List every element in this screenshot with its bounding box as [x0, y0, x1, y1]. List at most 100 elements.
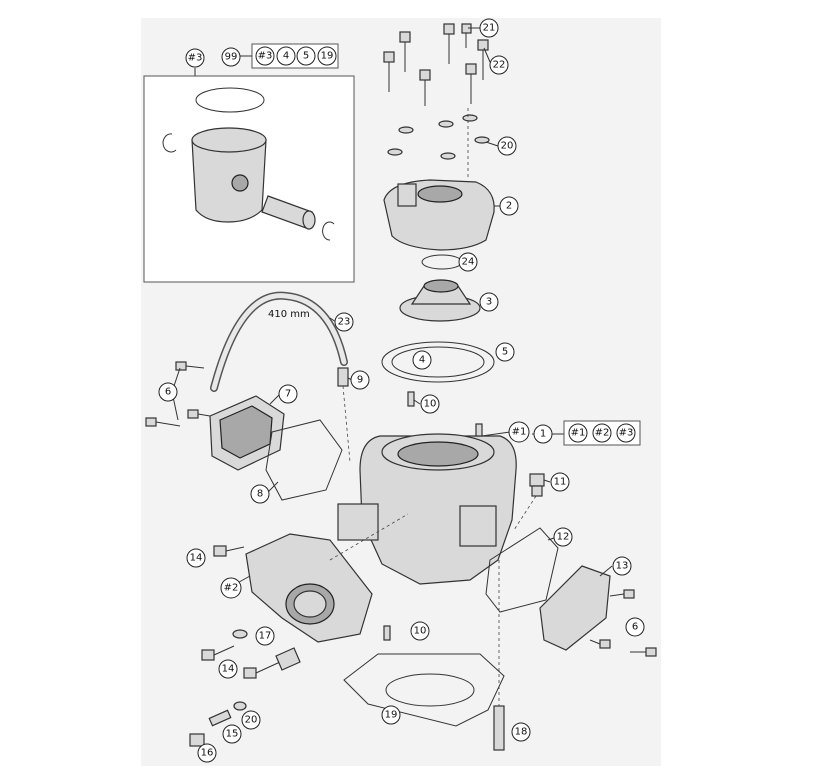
head-bolts — [383, 23, 489, 106]
callout-circle — [218, 659, 238, 679]
callout-circle — [497, 136, 517, 156]
callout-circle — [625, 617, 645, 637]
callout-circle — [255, 626, 275, 646]
callout-label: 7 — [285, 389, 291, 400]
callout-circle — [381, 705, 401, 725]
head-washers — [387, 114, 490, 160]
callout-part-14-top: 14 — [186, 548, 206, 568]
callout-cylinder-kit-title: #1 — [508, 421, 530, 443]
dowel-pin-bottom — [383, 625, 391, 641]
callout-circle — [220, 577, 242, 599]
callout-part-6-left: 6 — [158, 382, 178, 402]
callout-part-19: 19 — [381, 705, 401, 725]
callout-circle — [241, 710, 261, 730]
callout-label: 4 — [283, 51, 289, 62]
callout-kit-99: 99 — [221, 47, 241, 67]
callout-label: 24 — [462, 257, 475, 268]
callout-circle — [410, 621, 430, 641]
callout-circle — [186, 548, 206, 568]
callout-circle — [550, 472, 570, 492]
callout-label: #1 — [512, 427, 527, 438]
combustion-chamber-insert — [399, 279, 481, 322]
callout-label: 2 — [506, 201, 512, 212]
callout-group: #3 99 #3 4 5 19 21 22 20 2 24 3 23 4 5 9 7 6 10 #1 1 #1 #2 #3 11… — [158, 18, 645, 763]
piston — [191, 127, 267, 223]
callout-label: 23 — [338, 317, 351, 328]
cylinder-head — [383, 179, 495, 251]
callout-kit-item-1: #1 — [568, 423, 588, 443]
callout-circle — [317, 46, 337, 66]
callout-circle — [568, 423, 588, 443]
callout-part-2: 2 — [499, 196, 519, 216]
callout-label: 21 — [483, 23, 496, 34]
callout-label: #2 — [224, 583, 239, 594]
breather-hose-inner — [211, 293, 347, 391]
callout-kit-item-2: #2 — [592, 423, 612, 443]
nipple-axis — [342, 385, 351, 463]
callout-label: 5 — [303, 51, 309, 62]
callout-part-6-right: 6 — [625, 617, 645, 637]
intake-washer — [232, 629, 248, 639]
callout-label: 15 — [226, 729, 239, 740]
callout-label: 10 — [424, 399, 437, 410]
callout-part-3: 3 — [479, 292, 499, 312]
callout-label: 19 — [385, 710, 398, 721]
callout-label: 20 — [501, 141, 514, 152]
callout-part-5: 5 — [495, 342, 515, 362]
cylinder-o-ring-outer — [381, 341, 495, 383]
callout-part-18: 18 — [511, 722, 531, 742]
callout-circle — [250, 484, 270, 504]
callout-kit-item-3b: #3 — [616, 423, 636, 443]
callout-label: 20 — [245, 715, 258, 726]
callout-circle — [533, 424, 553, 444]
nut — [189, 733, 205, 747]
intake-bracket — [275, 647, 301, 671]
callout-circle — [458, 252, 478, 272]
callout-circle — [222, 724, 242, 744]
callout-circle — [511, 722, 531, 742]
cylinder-o-ring-inner — [391, 346, 485, 378]
callout-label: 5 — [502, 347, 508, 358]
callout-label: 1 — [540, 429, 546, 440]
dowel-pin-top — [407, 391, 415, 407]
callout-label: #2 — [595, 428, 610, 439]
callout-circle — [350, 370, 370, 390]
callout-circle — [197, 743, 217, 763]
callout-label: 9 — [357, 375, 363, 386]
callout-part-9: 9 — [350, 370, 370, 390]
callout-part-11: 11 — [550, 472, 570, 492]
intake-screws — [201, 545, 281, 679]
callout-label: #3 — [188, 53, 203, 64]
plug-screw-axis — [513, 495, 537, 531]
callout-label: 19 — [321, 51, 334, 62]
exhaust-cover-gasket — [265, 419, 343, 501]
cylinder — [337, 423, 517, 585]
callout-circle — [158, 382, 178, 402]
callout-part-22: 22 — [489, 55, 509, 75]
side-cover — [539, 565, 611, 651]
callout-part-10-top: 10 — [420, 394, 440, 414]
callout-intake-kit-title: #2 — [220, 577, 242, 599]
callout-label: 3 — [486, 297, 492, 308]
callout-part-20-top: 20 — [497, 136, 517, 156]
callout-circle — [489, 55, 509, 75]
callout-circle — [420, 394, 440, 414]
bottom-washer — [233, 701, 247, 711]
callout-circle — [592, 423, 612, 443]
callout-circle — [276, 46, 296, 66]
callout-circle — [479, 292, 499, 312]
callout-label: 18 — [515, 727, 528, 738]
callout-kit-item-3: #3 — [255, 46, 275, 66]
callout-part-13: 13 — [612, 556, 632, 576]
callout-label: 6 — [632, 622, 638, 633]
callout-kit-item-19: 19 — [317, 46, 337, 66]
callout-label: #1 — [571, 428, 586, 439]
callout-label: 4 — [419, 355, 425, 366]
callout-label: 14 — [222, 664, 235, 675]
callout-circle — [616, 423, 636, 443]
callout-part-8: 8 — [250, 484, 270, 504]
callout-circle — [508, 421, 530, 443]
